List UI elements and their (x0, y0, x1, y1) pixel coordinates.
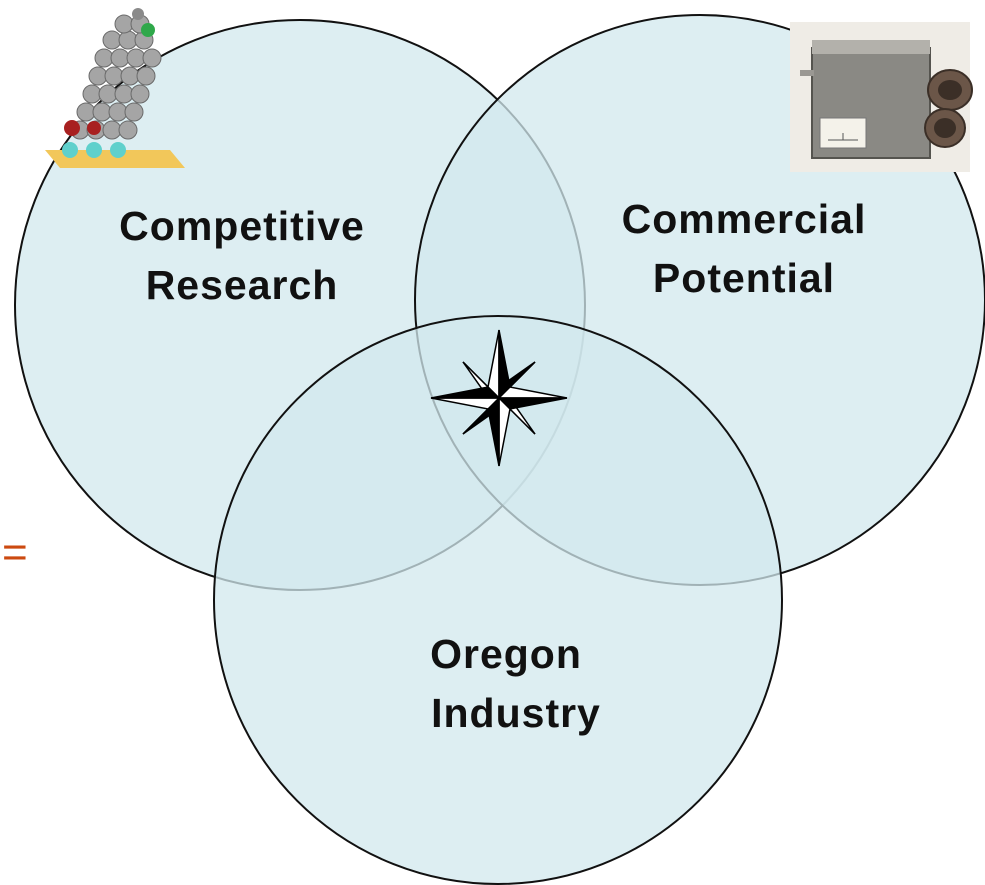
label-commercial: Commercial (622, 196, 867, 242)
label-competitive: Competitive (119, 203, 365, 249)
device-photo-image (790, 22, 973, 172)
circle-oregon-industry (213, 315, 783, 885)
label-industry: Industry (431, 690, 601, 736)
compass-rose-icon (430, 329, 568, 467)
edge-mark: = (2, 528, 28, 577)
label-oregon: Oregon (430, 631, 582, 677)
label-potential: Potential (653, 255, 835, 301)
label-research: Research (146, 262, 339, 308)
molecule-model-image (45, 8, 185, 168)
